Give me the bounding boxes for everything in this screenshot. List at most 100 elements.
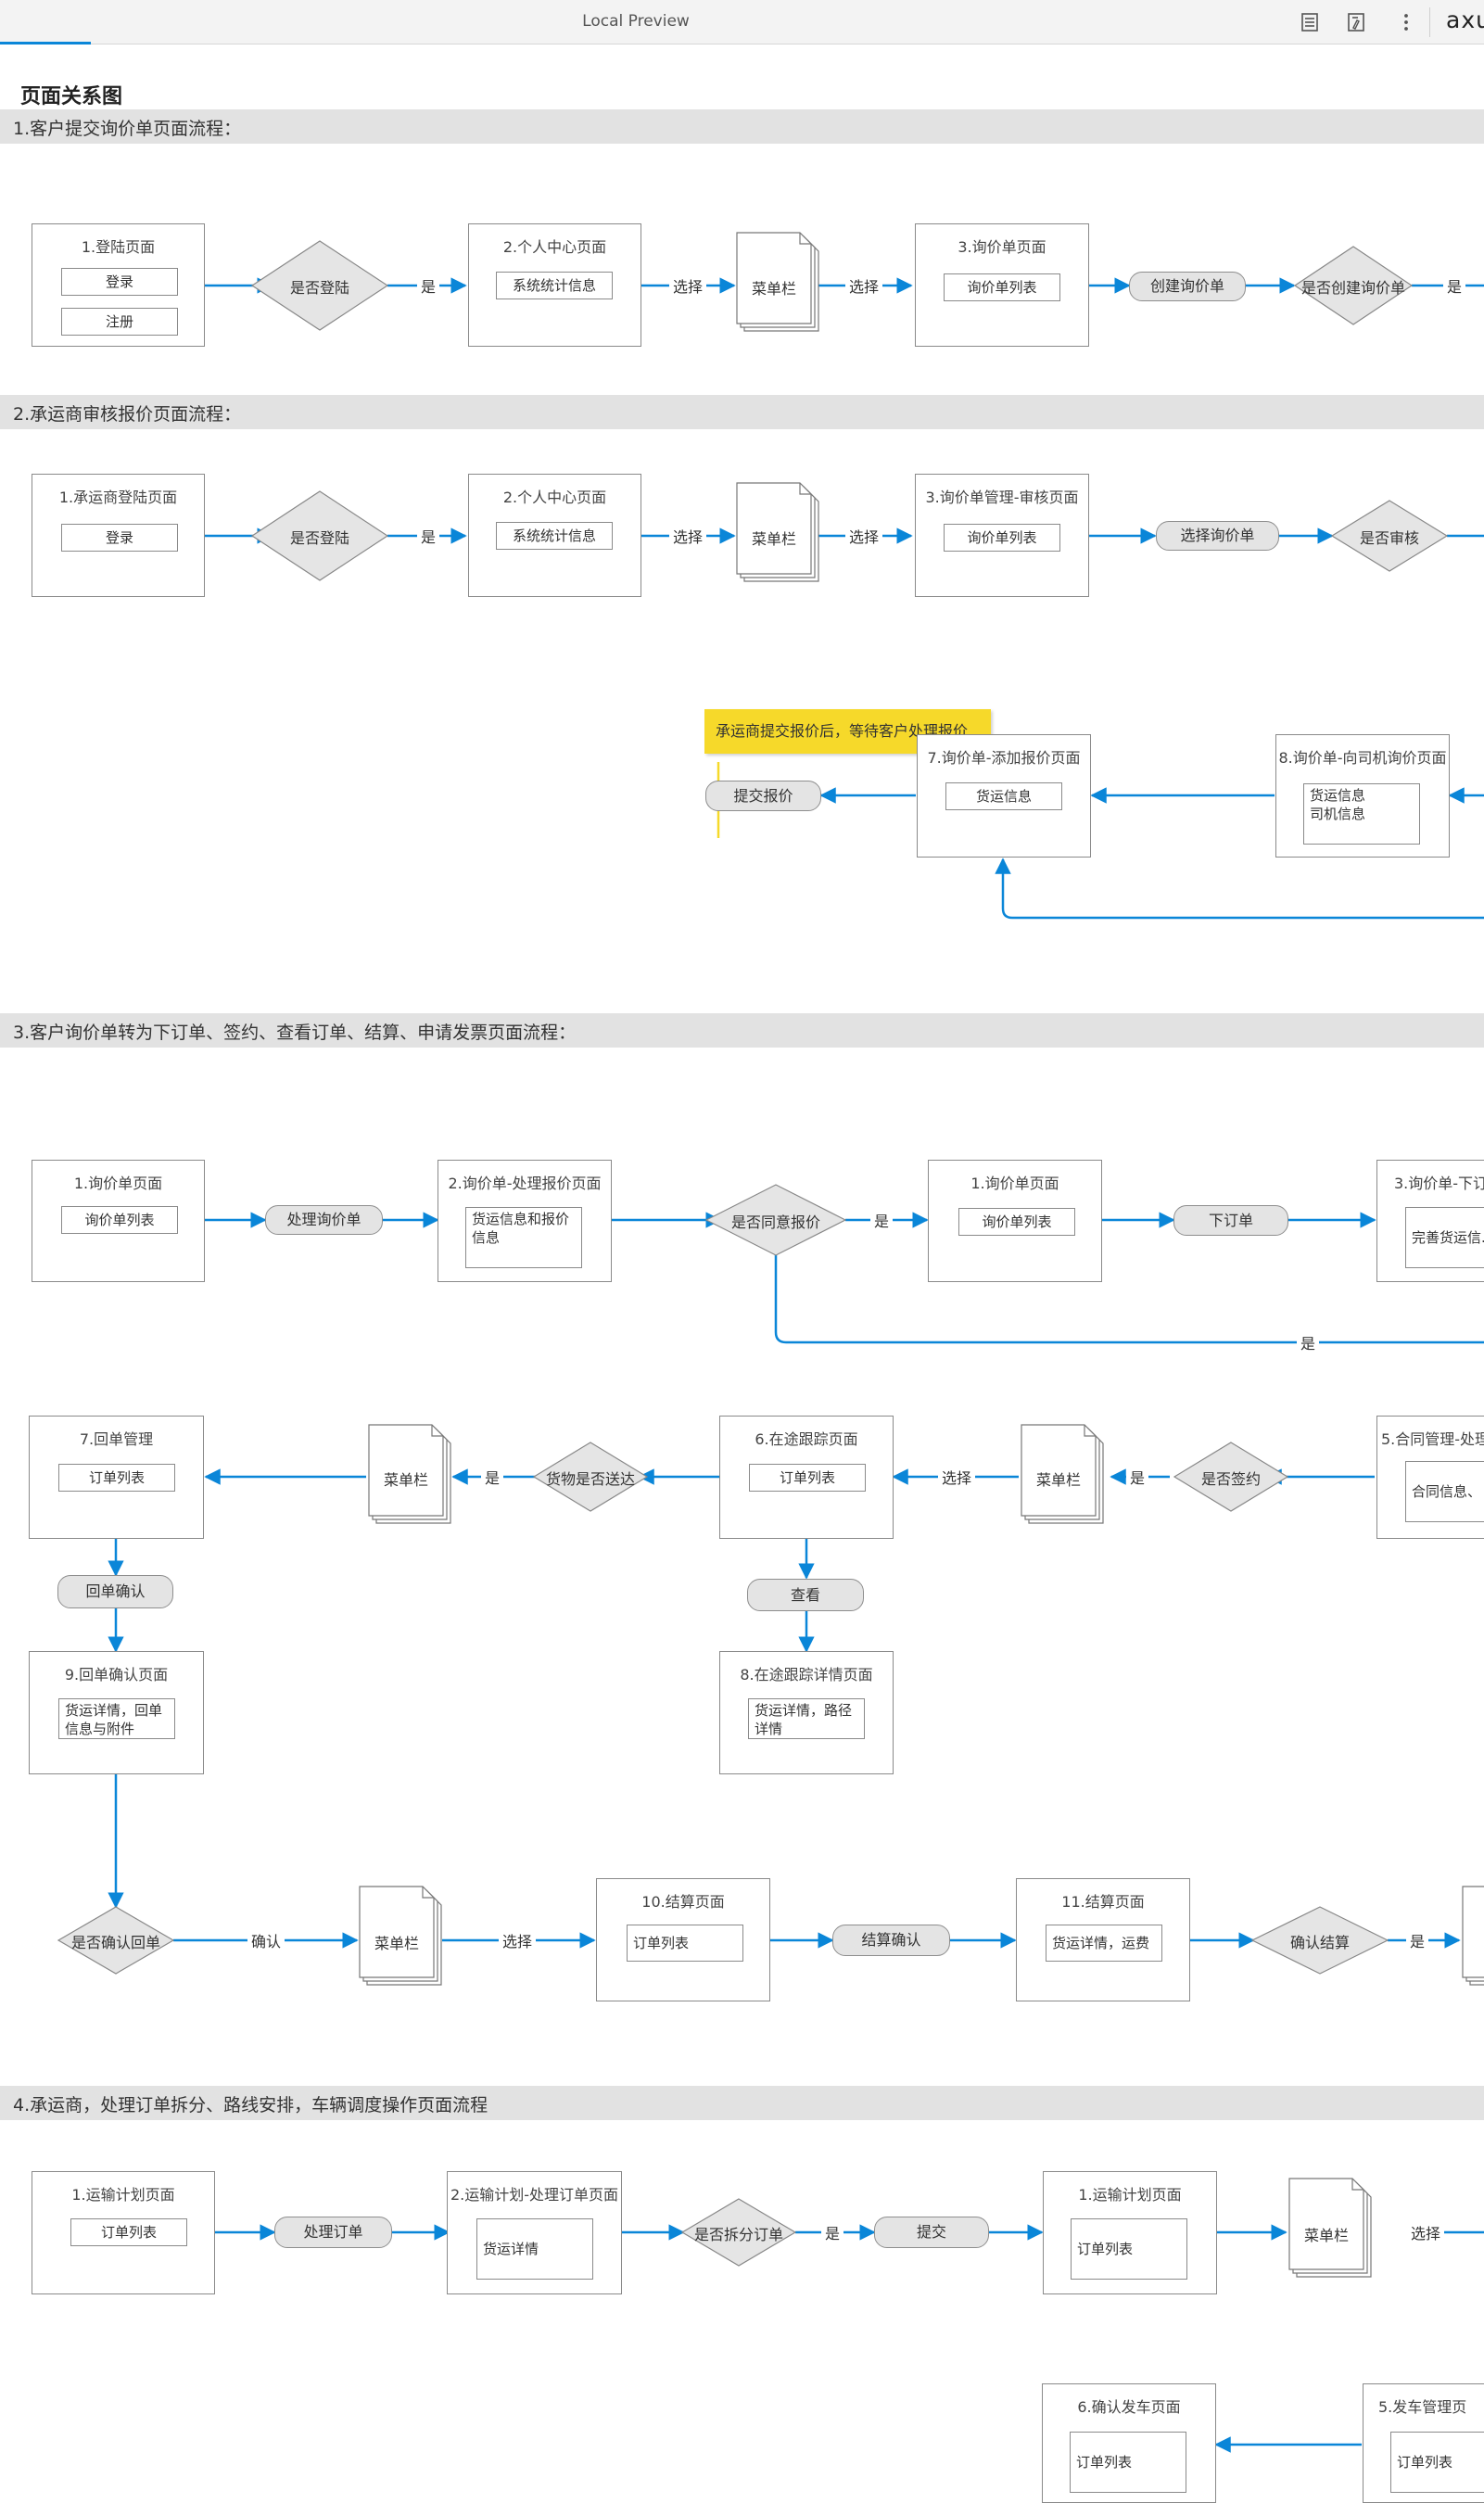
flow-canvas: 页面关系图 1.客户提交询价单页面流程： 2.承运商审核报价页面流程： 3.客户… — [0, 44, 1484, 2503]
order-list-item[interactable]: 订单列表 — [1071, 2218, 1187, 2280]
flow4-connectors — [214, 2224, 1484, 2453]
create-inquiry-action[interactable]: 创建询价单 — [1129, 272, 1246, 301]
label-yes: 是 — [869, 1209, 894, 1231]
freight-fee-item[interactable]: 货运详情，运费 — [1046, 1925, 1162, 1962]
order-list-item[interactable]: 订单列表 — [749, 1464, 866, 1492]
label-select: 选择 — [1406, 2221, 1445, 2243]
section-title-2: 2.承运商审核报价页面流程： — [13, 404, 242, 425]
label-select: 选择 — [844, 274, 883, 297]
box-title: 1.询价单页面 — [970, 1175, 1059, 1192]
box-title: 6.在途跟踪页面 — [755, 1430, 858, 1448]
box-title: 1.询价单页面 — [73, 1175, 163, 1192]
box-title: 1.运输计划页面 — [1078, 2186, 1182, 2204]
freight-detail-item[interactable]: 货运详情 — [476, 2218, 593, 2280]
process-inquiry-action[interactable]: 处理询价单 — [265, 1205, 383, 1235]
register-button[interactable]: 注册 — [61, 308, 178, 336]
submit-quote-action[interactable]: 提交报价 — [705, 781, 821, 811]
decision-split-order: 是否拆分订单 — [693, 2226, 783, 2243]
contract-info-item[interactable]: 合同信息、 — [1405, 1461, 1484, 1522]
box-title: 3.询价单管理-审核页面 — [925, 489, 1079, 506]
decision-is-review: 是否审核 — [1359, 529, 1419, 547]
page-list-icon[interactable] — [1296, 8, 1324, 36]
order-list-item[interactable]: 订单列表 — [58, 1464, 175, 1492]
box-title: 8.询价单-向司机询价页面 — [1278, 749, 1447, 767]
section-band-1: 1.客户提交询价单页面流程： — [0, 109, 1484, 144]
label-yes: 是 — [416, 274, 440, 297]
receipt-confirm-action[interactable]: 回单确认 — [57, 1575, 173, 1608]
box-title: 2.运输计划-处理订单页面 — [450, 2186, 619, 2204]
flow2-decisions — [250, 490, 1449, 581]
section-title-1: 1.客户提交询价单页面流程： — [13, 119, 242, 139]
freight-quote-item[interactable]: 货运信息和报价信息 — [465, 1207, 582, 1268]
box-title: 5.合同管理-处理 — [1381, 1430, 1484, 1448]
axure-logo: axu — [1446, 6, 1484, 33]
decision-is-signed: 是否签约 — [1200, 1470, 1261, 1488]
flow4-split-decision — [680, 2198, 797, 2267]
section-band-4: 4.承运商，处理订单拆分、路线安排，车辆调度操作页面流程 — [0, 2086, 1484, 2120]
label-select: 选择 — [937, 1466, 976, 1488]
flow3-row3-decisions — [57, 1906, 1389, 1975]
box-title: 2.个人中心页面 — [502, 238, 607, 256]
stats-item[interactable]: 系统统计信息 — [496, 272, 613, 299]
login-button[interactable]: 登录 — [61, 268, 178, 296]
box-title: 1.登陆页面 — [81, 238, 156, 256]
freight-receipt-item[interactable]: 货运详情，回单信息与附件 — [58, 1698, 175, 1739]
menu-label: 菜单栏 — [751, 530, 796, 548]
freight-route-item[interactable]: 货运详情，路径详情 — [748, 1698, 865, 1739]
label-yes: 是 — [1442, 274, 1466, 297]
inquiry-list-item[interactable]: 询价单列表 — [944, 273, 1060, 301]
box-title: 3.询价单页面 — [958, 238, 1046, 256]
box-title: 9.回单确认页面 — [64, 1666, 169, 1683]
menu-label: 菜单栏 — [374, 1935, 419, 1952]
label-yes: 是 — [1405, 1929, 1429, 1951]
freight-info-item[interactable]: 货运信息 — [945, 782, 1062, 810]
box-title: 10.结算页面 — [641, 1893, 725, 1911]
decision-confirm-settle: 确认结算 — [1289, 1934, 1350, 1951]
section-title-3: 3.客户询价单转为下订单、签约、查看订单、结算、申请发票页面流程： — [13, 1023, 577, 1043]
flow3-row1-connectors — [204, 1212, 1484, 1344]
decision-is-logged-in: 是否登陆 — [289, 529, 349, 547]
settle-confirm-action[interactable]: 结算确认 — [832, 1925, 950, 1956]
page-notes-icon[interactable] — [1342, 8, 1370, 36]
label-select: 选择 — [668, 525, 707, 547]
preview-toolbar: Local Preview axu — [0, 0, 1484, 44]
submit-action[interactable]: 提交 — [874, 2217, 989, 2248]
section-band-2: 2.承运商审核报价页面流程： — [0, 395, 1484, 429]
inquiry-list-item[interactable]: 询价单列表 — [958, 1208, 1075, 1236]
box-title: 2.询价单-处理报价页面 — [448, 1175, 602, 1192]
box-title: 5.发车管理页 — [1378, 2398, 1467, 2416]
box-title: 3.询价单-下订 — [1394, 1175, 1484, 1192]
label-yes: 是 — [1125, 1466, 1149, 1488]
select-inquiry-action[interactable]: 选择询价单 — [1156, 521, 1279, 551]
box-title: 8.在途跟踪详情页面 — [740, 1666, 873, 1683]
page-heading: 页面关系图 — [20, 85, 123, 108]
flow3-menu-doc-d — [1462, 1886, 1484, 1986]
flow3-agree-decision — [704, 1184, 847, 1256]
decision-create-inquiry: 是否创建询价单 — [1300, 279, 1405, 297]
decision-agree-quote: 是否同意报价 — [730, 1213, 820, 1231]
stats-item[interactable]: 系统统计信息 — [496, 522, 613, 550]
inquiry-list-item[interactable]: 询价单列表 — [944, 524, 1060, 552]
order-list-item[interactable]: 订单列表 — [627, 1925, 743, 1962]
window-title: Local Preview — [582, 12, 690, 31]
freight-driver-info-item[interactable]: 货运信息 司机信息 — [1303, 783, 1420, 845]
freight-complete-item[interactable]: 完善货运信. — [1405, 1207, 1484, 1268]
login-button[interactable]: 登录 — [61, 524, 178, 552]
active-page-indicator — [0, 42, 91, 44]
flow1-decisions — [250, 240, 1414, 331]
inquiry-list-item[interactable]: 询价单列表 — [61, 1206, 178, 1234]
view-action[interactable]: 查看 — [747, 1579, 864, 1611]
more-options-icon[interactable] — [1392, 8, 1420, 36]
section-band-3: 3.客户询价单转为下订单、签约、查看订单、结算、申请发票页面流程： — [0, 1013, 1484, 1048]
place-order-action[interactable]: 下订单 — [1173, 1205, 1288, 1236]
label-yes: 是 — [480, 1466, 504, 1488]
box-title: 7.询价单-添加报价页面 — [927, 749, 1081, 767]
menu-label: 菜单栏 — [1303, 2227, 1349, 2244]
decision-is-delivered: 货物是否送达 — [545, 1470, 635, 1488]
order-list-item[interactable]: 订单列表 — [1070, 2432, 1186, 2493]
process-order-action[interactable]: 处理订单 — [274, 2217, 392, 2248]
decision-confirm-receipt: 是否确认回单 — [70, 1934, 160, 1951]
order-list-item[interactable]: 订单列表 — [70, 2218, 187, 2246]
label-select: 选择 — [498, 1929, 537, 1951]
order-list-item[interactable]: 订单列表 — [1390, 2432, 1484, 2493]
